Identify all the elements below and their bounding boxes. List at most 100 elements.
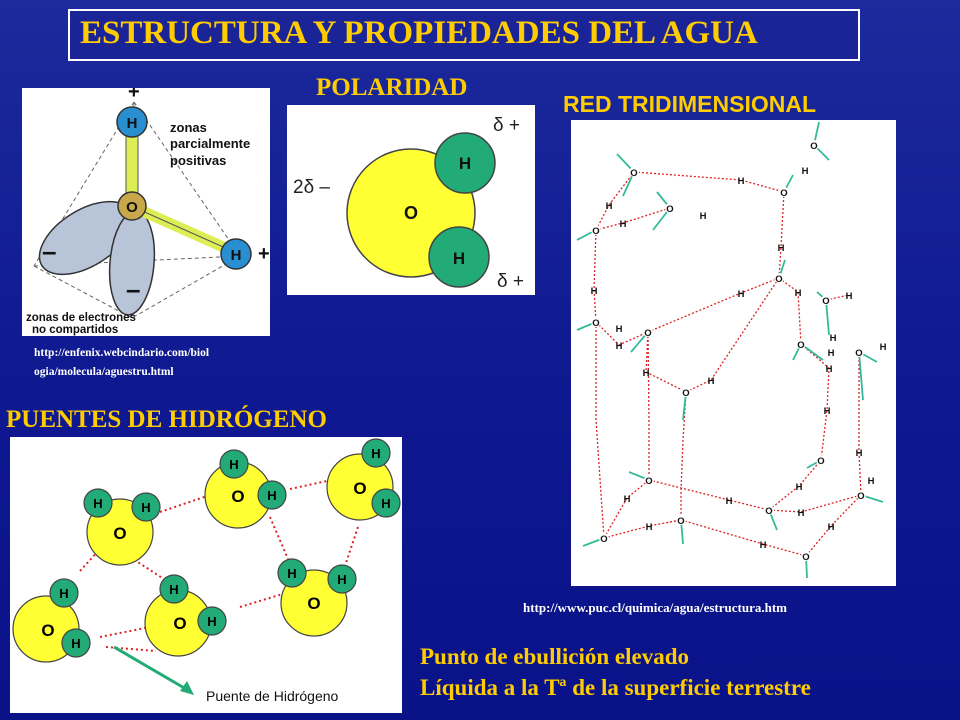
two-delta-minus: 2δ – bbox=[293, 177, 330, 198]
lattice-oxygen-label: O bbox=[817, 456, 824, 467]
lattice-hydrogen-label: H bbox=[700, 211, 707, 222]
lattice-hydrogen-label: H bbox=[591, 286, 598, 297]
positive-charge-right: + bbox=[258, 243, 270, 265]
lattice-oxygen-label: O bbox=[765, 506, 772, 517]
lattice-hydrogen-label: H bbox=[880, 342, 887, 353]
lattice-hydrogen-label: H bbox=[846, 291, 853, 302]
source-url-tetrahedron[interactable]: http://enfenix.webcindario.com/biol ogia… bbox=[34, 344, 209, 382]
svg-text:H: H bbox=[229, 457, 238, 472]
lattice-hbond bbox=[680, 519, 807, 557]
lattice-hydrogen-label: H bbox=[802, 166, 809, 177]
heading-red-tridimensional: RED TRIDIMENSIONAL bbox=[563, 91, 816, 117]
svg-text:O: O bbox=[126, 199, 138, 216]
positive-charge-top: + bbox=[128, 88, 140, 103]
label-zonas-positivas-3: positivas bbox=[170, 153, 226, 168]
label-zonas-positivas-2: parcialmente bbox=[170, 136, 250, 151]
lattice-oxygen-label: O bbox=[797, 340, 804, 351]
property-liquida: Líquida a la Tª de la superficie terrest… bbox=[420, 675, 811, 700]
label-zonas-electrones-2: no compartidos bbox=[32, 324, 118, 336]
lattice-covalent-bond bbox=[858, 351, 864, 401]
lattice-oxygen-bg bbox=[764, 505, 774, 515]
lattice-oxygen-bg bbox=[801, 551, 811, 561]
lattice-hydrogen-label: H bbox=[738, 289, 745, 300]
lattice-oxygen-bg bbox=[629, 167, 639, 177]
bond-arrow bbox=[113, 645, 187, 691]
lattice-oxygen-bg bbox=[643, 327, 653, 337]
lattice-hydrogen-label: H bbox=[795, 288, 802, 299]
lattice-hbond bbox=[685, 277, 780, 393]
lattice-hbond bbox=[595, 171, 635, 231]
lattice-oxygen-label: O bbox=[857, 491, 864, 502]
lattice-oxygen-bg bbox=[774, 273, 784, 283]
lattice-hydrogen-label: H bbox=[726, 496, 733, 507]
lattice-hydrogen-label: H bbox=[643, 368, 650, 379]
oxygen-atom-center bbox=[117, 191, 147, 221]
bond-arrow-head bbox=[180, 681, 194, 695]
svg-text:H: H bbox=[141, 500, 150, 515]
lattice-hydrogen-label: H bbox=[826, 364, 833, 375]
lattice-oxygen-label: O bbox=[630, 168, 637, 179]
lattice-oxygen-bg bbox=[796, 339, 806, 349]
lattice-hydrogen-label: H bbox=[824, 406, 831, 417]
heading-puentes-hidrogeno: PUENTES DE HIDRÓGENO bbox=[6, 406, 327, 433]
hydrogen-bonds-diagram: O H H O H H O H H O H H O H bbox=[10, 437, 402, 713]
lattice-oxygen-label: O bbox=[775, 274, 782, 285]
property-ebullicion: Punto de ebullición elevado bbox=[420, 644, 689, 669]
lattice-oxygen-label: O bbox=[802, 552, 809, 563]
lattice-hydrogen-label: H bbox=[828, 522, 835, 533]
lattice-oxygen-bg bbox=[665, 203, 675, 213]
lattice-hbond bbox=[680, 391, 687, 520]
lattice-hydrogen-label: H bbox=[760, 540, 767, 551]
svg-text:H: H bbox=[169, 582, 178, 597]
lattice-hydrogen-label: H bbox=[828, 348, 835, 359]
lattice-hydrogen-label: H bbox=[624, 494, 631, 505]
lattice-oxygen-bg bbox=[779, 187, 789, 197]
delta-plus-lower: δ + bbox=[497, 271, 524, 292]
polaridad-svg: O H H δ + δ + 2δ – bbox=[293, 115, 524, 292]
lattice-oxygen-bg bbox=[816, 455, 826, 465]
lattice-hbond bbox=[768, 459, 822, 511]
svg-text:H: H bbox=[371, 446, 380, 461]
svg-text:H: H bbox=[127, 115, 138, 132]
lattice-hydrogen-label: H bbox=[868, 476, 875, 487]
lattice-hydrogen-label: H bbox=[646, 522, 653, 533]
lattice-hbond bbox=[633, 171, 785, 193]
lattice-hbond bbox=[645, 331, 687, 393]
lattice-hydrogen-label: H bbox=[616, 341, 623, 352]
lattice-oxygen-label: O bbox=[810, 141, 817, 152]
lattice-oxygen-label: O bbox=[644, 328, 651, 339]
polaridad-diagram: O H H δ + δ + 2δ – bbox=[287, 105, 535, 295]
lattice-hbond bbox=[603, 519, 682, 539]
lattice-oxygen-label: O bbox=[592, 226, 599, 237]
lattice-oxygen-label: O bbox=[677, 516, 684, 527]
svg-text:O: O bbox=[113, 524, 126, 543]
svg-text:H: H bbox=[267, 488, 276, 503]
lattice-hydrogen-label: H bbox=[798, 508, 805, 519]
lattice-hydrogen-label: H bbox=[738, 176, 745, 187]
svg-text:H: H bbox=[93, 496, 102, 511]
svg-text:H: H bbox=[453, 249, 465, 268]
page-title: ESTRUCTURA Y PROPIEDADES DEL AGUA bbox=[80, 15, 758, 51]
water-molecules: O H H O H H O H H O H H O H bbox=[12, 438, 401, 663]
lattice-hbond bbox=[647, 331, 650, 480]
lattice-oxygen-label: O bbox=[592, 318, 599, 329]
hydrogen-atom-right bbox=[220, 238, 252, 270]
lattice-hbond bbox=[800, 343, 830, 461]
lattice-hydrogen-label: H bbox=[856, 448, 863, 459]
negative-charge-bottom: – bbox=[126, 274, 140, 304]
svg-text:O: O bbox=[173, 614, 186, 633]
lattice-oxygen-bg bbox=[591, 317, 601, 327]
lattice-hbond bbox=[647, 277, 780, 333]
lattice-hydrogen-label: H bbox=[830, 333, 837, 344]
hydrogen-bonds-svg: O H H O H H O H H O H H O H bbox=[12, 438, 401, 704]
source-url-lattice[interactable]: http://www.puc.cl/quimica/agua/estructur… bbox=[523, 600, 787, 615]
svg-text:O: O bbox=[404, 203, 418, 223]
svg-text:H: H bbox=[59, 586, 68, 601]
lattice-hbond bbox=[595, 321, 649, 346]
heading-polaridad: POLARIDAD bbox=[316, 74, 468, 101]
tetrahedron-svg: H O H + + – – zonas parcialmente positiv… bbox=[26, 81, 270, 336]
lattice-oxygen-label: O bbox=[855, 348, 862, 359]
svg-text:O: O bbox=[231, 487, 244, 506]
